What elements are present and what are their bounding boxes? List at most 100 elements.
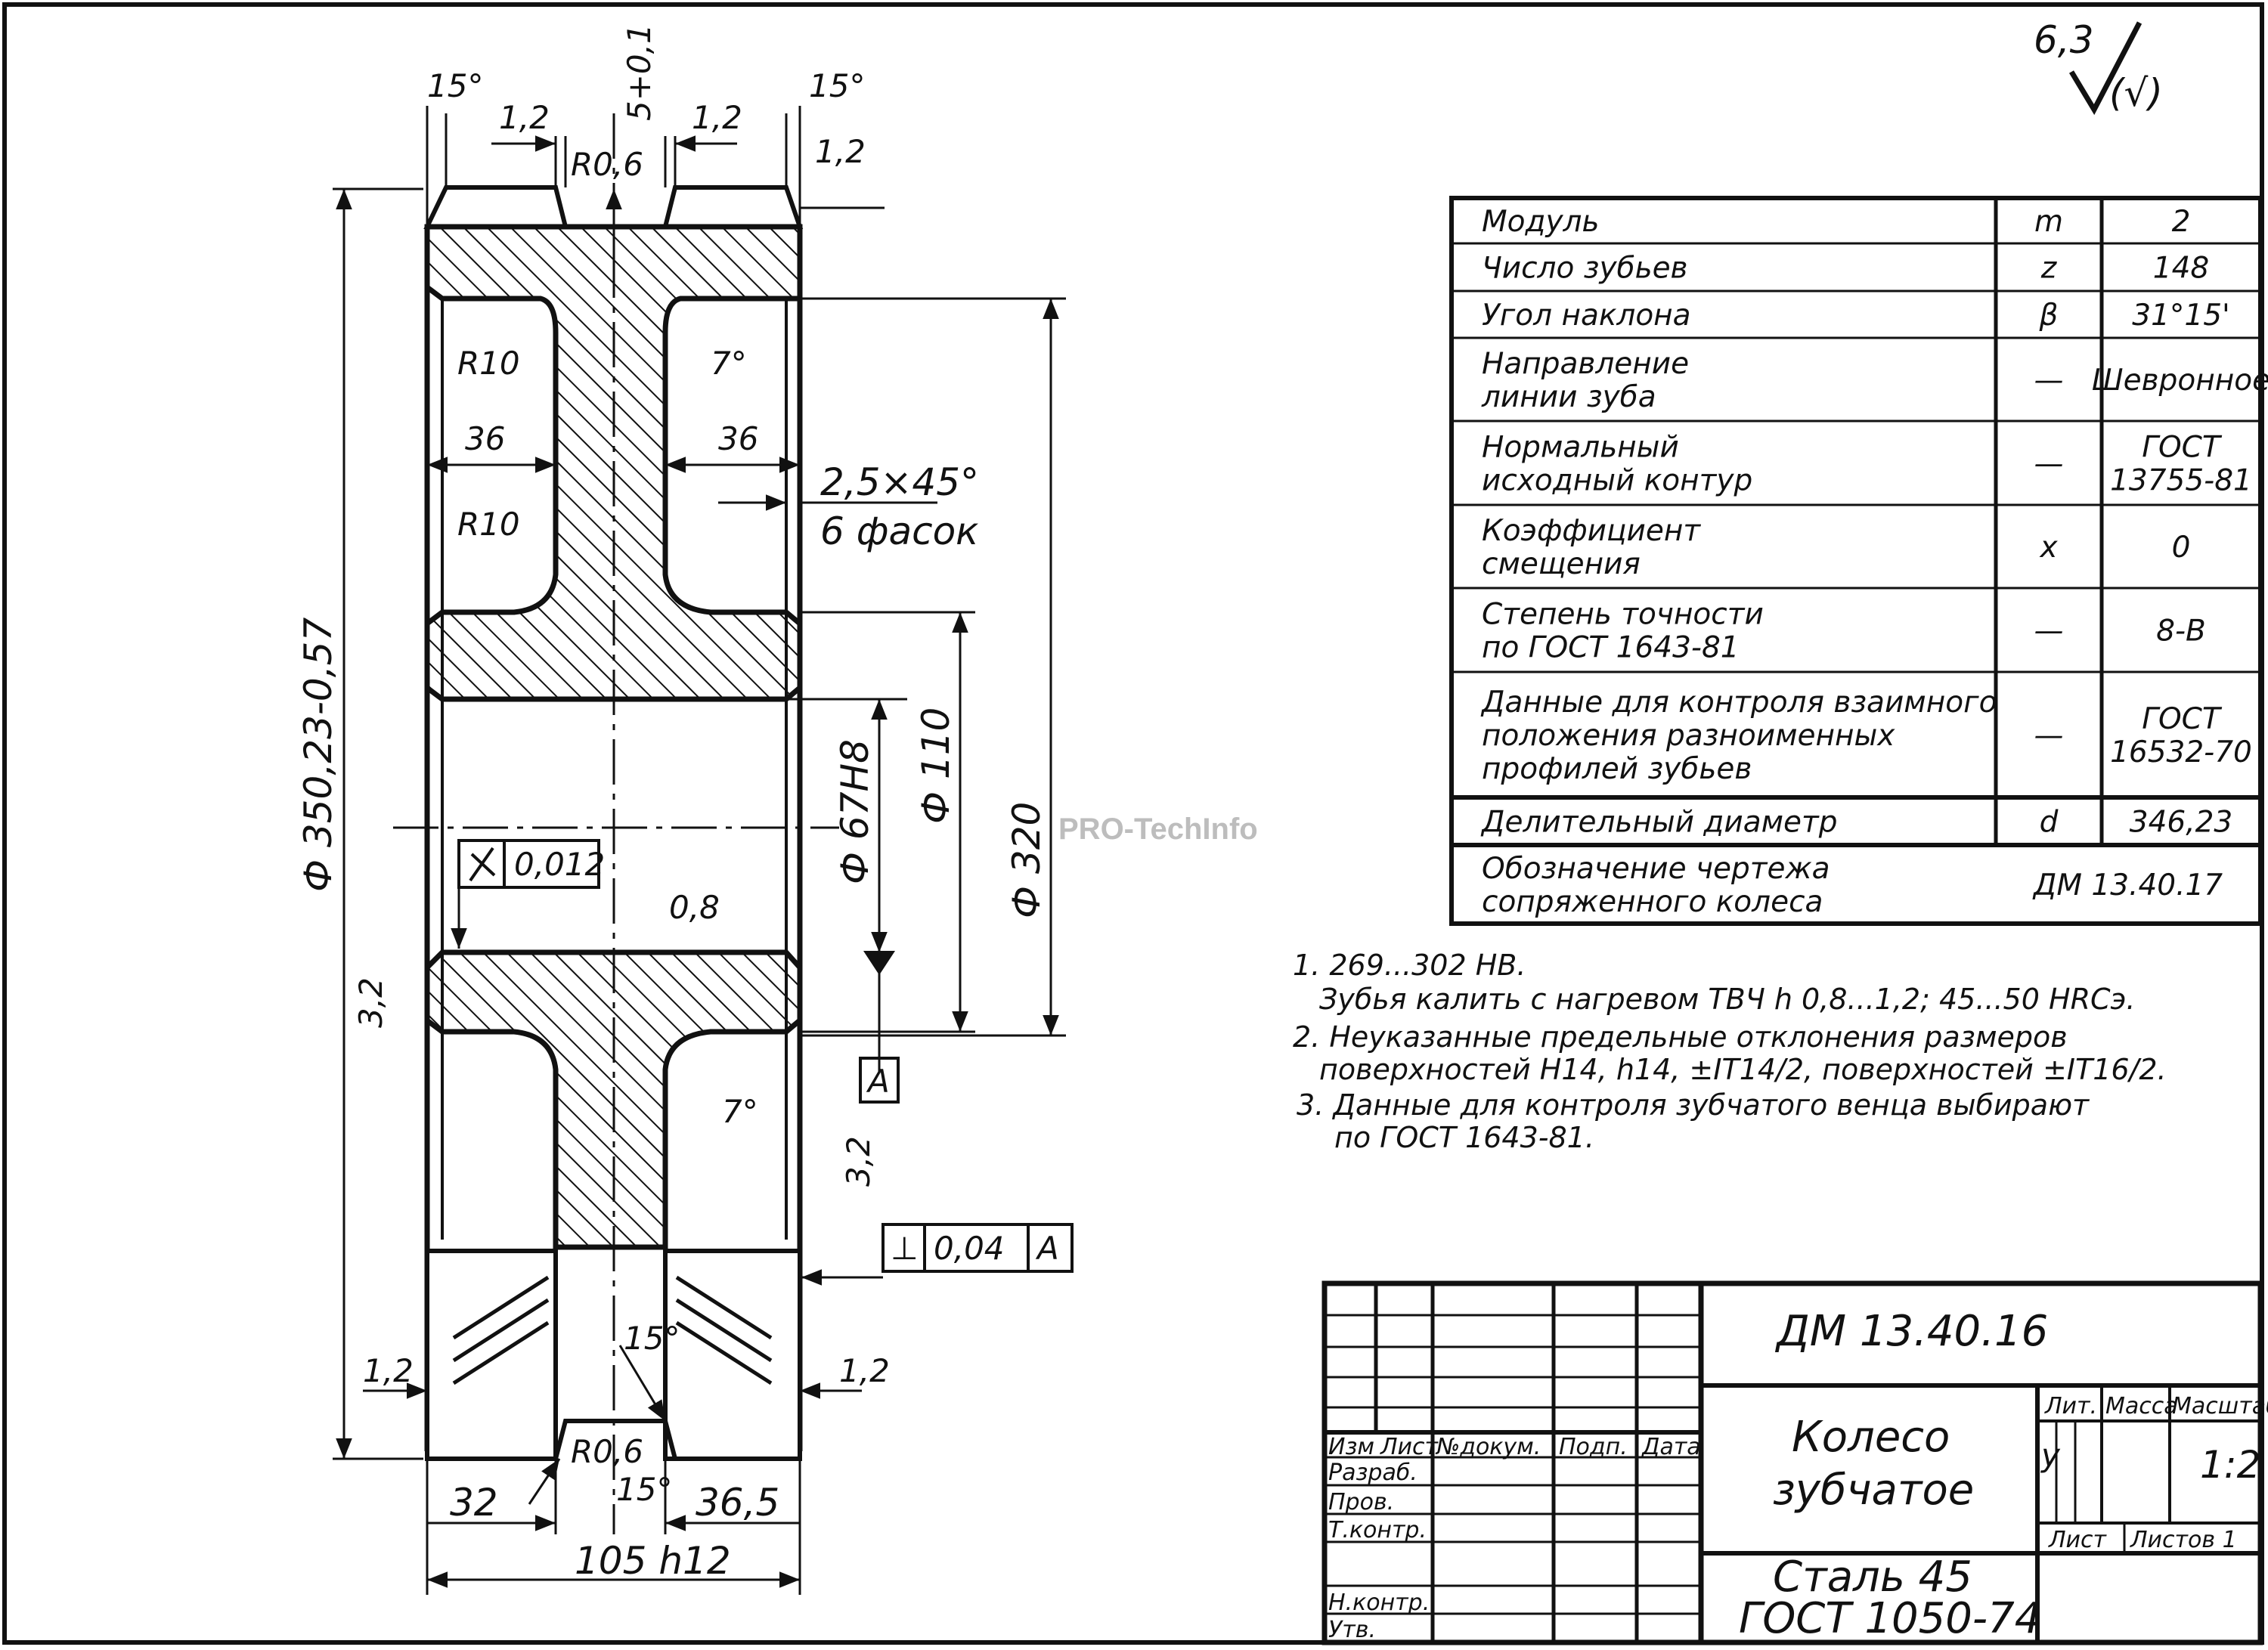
note-3b: по ГОСТ 1643-81. bbox=[1334, 1121, 1594, 1154]
dim-chamfer-right-top: 1,2 bbox=[692, 99, 742, 136]
dim-radius-bottom: R0,6 bbox=[571, 1433, 643, 1470]
param-symbol: z bbox=[2040, 252, 2058, 286]
roughness-value: 6,3 bbox=[2034, 18, 2094, 62]
dimension-lines bbox=[333, 106, 1066, 1595]
sheets-label: Листов 1 bbox=[2130, 1527, 2237, 1553]
hdr-list: Лист bbox=[1380, 1434, 1439, 1460]
param-value: 13755-81 bbox=[2110, 464, 2252, 498]
param-symbol: — bbox=[2034, 447, 2064, 481]
param-label: Направление bbox=[1482, 347, 1689, 381]
rough-right: 3,2 bbox=[840, 1136, 877, 1187]
perp-symbol: ⊥ bbox=[891, 1230, 919, 1267]
general-roughness: 6,3 (√) bbox=[2034, 18, 2163, 116]
watermark: PRO-TechInfo bbox=[1058, 813, 1258, 846]
dim-chamfer-left-top: 1,2 bbox=[499, 99, 550, 136]
param-label: Модуль bbox=[1482, 205, 1599, 239]
dim-total-width: 105 h12 bbox=[575, 1539, 731, 1583]
title-block-texts: ДМ 13.40.16 Колесо зубчатое Сталь 45 ГОС… bbox=[1328, 1307, 2268, 1643]
param-value: 31°15' bbox=[2132, 299, 2229, 333]
material-2: ГОСТ 1050-74 bbox=[1739, 1594, 2041, 1643]
param-label: Нормальный bbox=[1482, 431, 1679, 465]
angle-web-lower: 7° bbox=[722, 1093, 758, 1130]
param-label: смещения bbox=[1482, 547, 1641, 581]
part-name-1: Колесо bbox=[1792, 1413, 1950, 1462]
param-value: Шевронное bbox=[2092, 364, 2268, 398]
param-value: 148 bbox=[2153, 252, 2209, 286]
param-label: Число зубьев bbox=[1482, 252, 1688, 286]
role-utv: Утв. bbox=[1328, 1617, 1376, 1643]
role-prov: Пров. bbox=[1328, 1489, 1394, 1515]
param-value: 16532-70 bbox=[2110, 735, 2252, 769]
param-label: Обозначение чертежа bbox=[1482, 852, 1830, 886]
param-label: линии зуба bbox=[1481, 380, 1656, 414]
param-label: профилей зубьев bbox=[1482, 752, 1752, 786]
rough-bore: 0,8 bbox=[669, 889, 720, 926]
dim-groove-width: 5+0,1 bbox=[621, 23, 658, 121]
note-1b: Зубья калить с нагревом ТВЧ h 0,8...1,2;… bbox=[1319, 983, 2135, 1016]
dim-chamfer-count: 6 фасок bbox=[820, 509, 978, 553]
dim-chamfer: 2,5×45° bbox=[820, 460, 979, 504]
dim-web-left: 36 bbox=[465, 420, 505, 457]
param-label: Степень точности bbox=[1482, 598, 1764, 632]
rough-top: 1,2 bbox=[815, 133, 866, 170]
param-label: исходный контур bbox=[1482, 464, 1752, 498]
dim-width-left: 32 bbox=[450, 1481, 498, 1525]
angle-web-upper: 7° bbox=[711, 345, 747, 382]
gear-section bbox=[393, 113, 839, 1534]
param-symbol: d bbox=[2040, 806, 2059, 840]
notes: 1. 269...302 НВ. Зубья калить с нагревом… bbox=[1293, 949, 2167, 1154]
angle-groove-lower2: 15° bbox=[616, 1471, 672, 1508]
perp-datum: A bbox=[1035, 1230, 1059, 1267]
param-label: сопряженного колеса bbox=[1482, 885, 1823, 919]
dim-web-dia: Ф 320 bbox=[1005, 802, 1049, 918]
scale-label: Масштаб bbox=[2172, 1393, 2268, 1419]
scale-value: 1:2 bbox=[2200, 1443, 2260, 1487]
param-value: ГОСТ bbox=[2142, 431, 2223, 465]
dim-chamfer-left-bottom: 1,2 bbox=[363, 1352, 414, 1389]
note-3: 3. Данные для контроля зубчатого венца в… bbox=[1297, 1088, 2090, 1122]
perpendicularity-frame: ⊥ 0,04 A bbox=[801, 1223, 1074, 1286]
lit-value: у bbox=[2040, 1437, 2061, 1474]
lit-label: Лит. bbox=[2044, 1393, 2097, 1419]
param-merged-value: ДМ 13.40.17 bbox=[2032, 868, 2223, 902]
param-value: 2 bbox=[2172, 205, 2191, 239]
hdr-doc: №докум. bbox=[1435, 1434, 1541, 1460]
hdr-izm: Изм bbox=[1328, 1434, 1374, 1460]
material-1: Сталь 45 bbox=[1773, 1552, 1972, 1602]
param-symbol: x bbox=[2038, 531, 2058, 565]
angle-groove-lower: 15° bbox=[624, 1320, 680, 1357]
param-symbol: — bbox=[2034, 719, 2064, 753]
note-1: 1. 269...302 НВ. bbox=[1293, 949, 1526, 982]
title-block bbox=[1321, 1280, 2263, 1645]
dim-web-right: 36 bbox=[718, 420, 758, 457]
dim-r10-lower: R10 bbox=[457, 506, 520, 543]
role-razrab: Разраб. bbox=[1328, 1460, 1418, 1486]
datum-a: A bbox=[859, 951, 900, 1104]
sheet-label: Лист bbox=[2048, 1527, 2108, 1553]
param-symbol: — bbox=[2034, 364, 2064, 398]
datum-letter: A bbox=[866, 1063, 890, 1100]
param-label: Коэффициент bbox=[1482, 514, 1701, 548]
dimension-texts: 15° 15° 1,2 1,2 5+0,1 R0,6 1,2 R10 R10 7… bbox=[296, 23, 1049, 1583]
runout-value: 0,012 bbox=[514, 846, 605, 883]
dim-chamfer-right-bottom: 1,2 bbox=[839, 1352, 890, 1389]
param-value: 8-В bbox=[2156, 614, 2206, 649]
rough-left: 3,2 bbox=[352, 977, 389, 1028]
note-2: 2. Неуказанные предельные отклонения раз… bbox=[1293, 1020, 2068, 1054]
dim-radius-top: R0,6 bbox=[571, 146, 643, 183]
roughness-note: (√) bbox=[2109, 71, 2163, 115]
dim-r10-upper: R10 bbox=[457, 345, 520, 382]
param-symbol: — bbox=[2034, 614, 2064, 649]
param-label: положения разноименных bbox=[1482, 719, 1895, 753]
param-label: Угол наклона bbox=[1482, 299, 1691, 333]
role-nkontr: Н.контр. bbox=[1328, 1590, 1430, 1616]
param-value: 0 bbox=[2172, 531, 2191, 565]
note-2b: поверхностей Н14, h14, ±IT14/2, поверхно… bbox=[1319, 1053, 2167, 1086]
part-name-2: зубчатое bbox=[1773, 1466, 1974, 1515]
hdr-date: Дата bbox=[1641, 1434, 1701, 1460]
angle-top-left: 15° bbox=[427, 67, 483, 104]
doc-number: ДМ 13.40.16 bbox=[1774, 1307, 2048, 1356]
param-label: по ГОСТ 1643-81 bbox=[1482, 631, 1740, 665]
